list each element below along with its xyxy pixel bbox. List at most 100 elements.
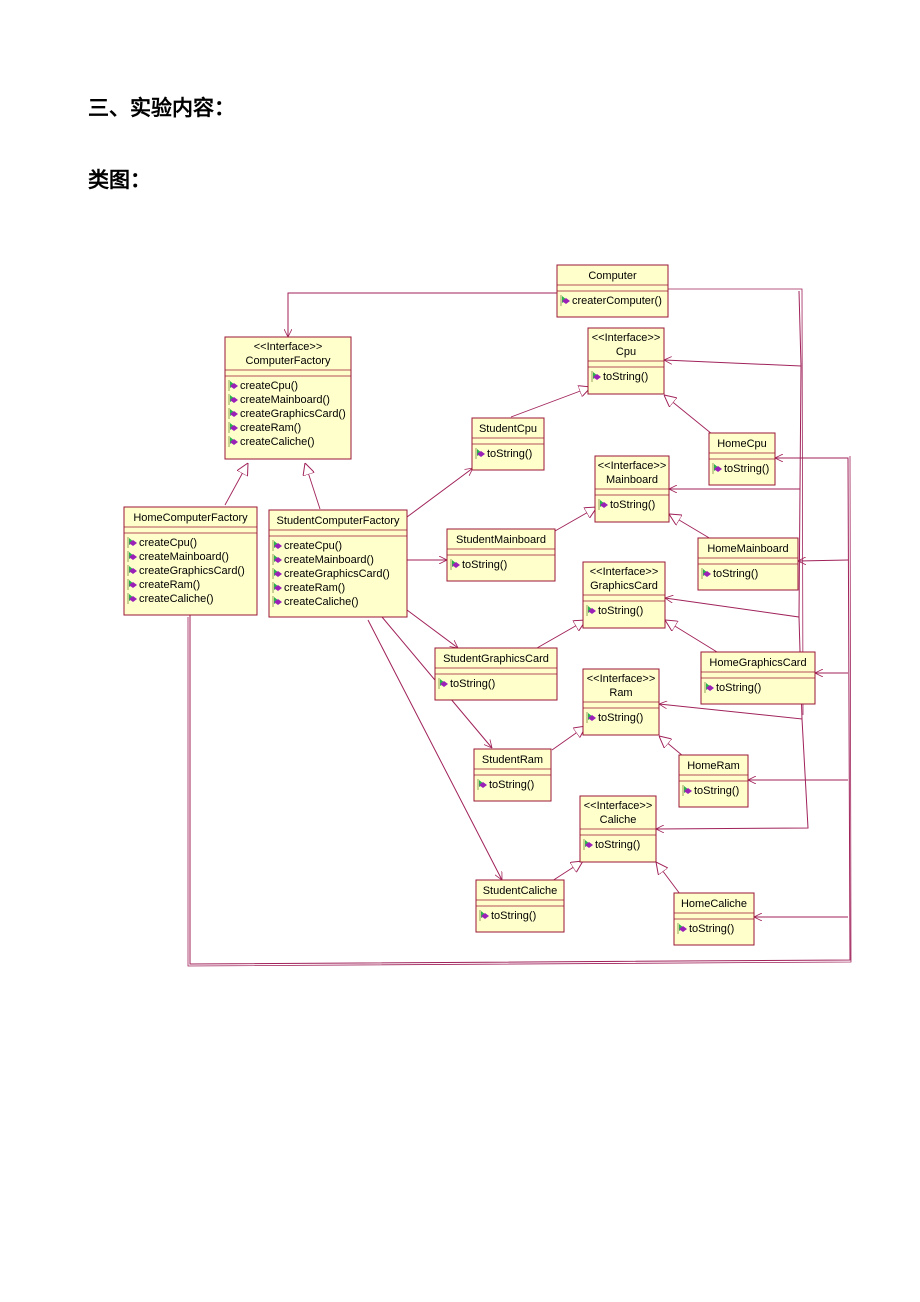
operation-tostring: toString() <box>716 682 761 694</box>
class-home-caliche[interactable]: HomeCaliche toString() <box>673 892 755 946</box>
operation-tostring: toString() <box>713 568 758 580</box>
operation-createcpu: createCpu() <box>284 540 342 552</box>
public-operation-icon <box>127 537 137 548</box>
class-home-computer-factory[interactable]: HomeComputerFactory createCpu() createMain… <box>123 506 258 616</box>
operation-createmainboard: createMainboard() <box>284 554 374 566</box>
class-name: Cpu <box>616 346 636 358</box>
realization-homeram-to-ram <box>659 736 684 757</box>
class-box <box>123 506 258 616</box>
class-cpu[interactable]: <<Interface>> Cpu toString() <box>587 327 665 395</box>
class-name: StudentMainboard <box>456 534 546 546</box>
classes-layer: Computer createrComputer() <<Interface>> Co… <box>123 264 816 946</box>
class-student-mainboard[interactable]: StudentMainboard toString() <box>446 528 556 582</box>
dependency-homecomputerfactory-to-homemainboard <box>798 560 849 561</box>
class-name: Computer <box>588 270 637 282</box>
realization-studentram-to-ram <box>551 726 586 751</box>
operation-tostring: toString() <box>610 499 655 511</box>
operation-tostring: toString() <box>487 448 532 460</box>
operation-createcpu: createCpu() <box>240 380 298 392</box>
class-student-cpu[interactable]: StudentCpu toString() <box>471 417 545 471</box>
operation-tostring: toString() <box>450 678 495 690</box>
class-name: StudentCpu <box>479 423 537 435</box>
class-name: HomeCaliche <box>681 898 747 910</box>
class-student-caliche[interactable]: StudentCaliche toString() <box>475 879 565 933</box>
public-operation-icon <box>272 596 282 607</box>
class-ram[interactable]: <<Interface>> Ram toString() <box>582 668 660 736</box>
class-computer[interactable]: Computer createrComputer() <box>556 264 669 318</box>
section-title: 三、实验内容： <box>88 96 235 120</box>
public-operation-icon <box>438 678 448 689</box>
class-mainboard[interactable]: <<Interface>> Mainboard toString() <box>594 455 670 523</box>
routing-frame-shadow <box>187 455 852 967</box>
class-student-computer-factory[interactable]: StudentComputerFactorycreateCpu()createM… <box>268 509 408 618</box>
public-operation-icon <box>127 551 137 562</box>
public-operation-icon <box>712 463 722 474</box>
class-name: HomeGraphicsCard <box>709 657 806 669</box>
class-stereotype: <<Interface>> <box>254 341 323 353</box>
operation-tostring: toString() <box>598 605 643 617</box>
public-operation-icon <box>477 779 487 790</box>
public-operation-icon <box>228 436 238 447</box>
public-operation-icon <box>583 839 593 850</box>
dependency-homecomputerfactory-to-homecpu <box>189 458 851 965</box>
computer-bus-shadow <box>668 288 804 716</box>
class-computer-factory[interactable]: <<Interface>> ComputerFactory createCpu() c… <box>224 336 352 460</box>
class-name: HomeCpu <box>717 438 767 450</box>
operation-tostring: toString() <box>724 463 769 475</box>
operation-creategraphicscard: createGraphicsCard() <box>240 408 346 420</box>
operation-tostring: toString() <box>598 712 643 724</box>
realization-homecomputerfactory-to-computerfactory <box>224 463 248 506</box>
public-operation-icon <box>598 499 608 510</box>
public-operation-icon <box>228 380 238 391</box>
dependency-computer-to-computerfactory <box>288 292 557 337</box>
public-operation-icon <box>127 565 137 576</box>
public-operation-icon <box>586 605 596 616</box>
operation-tostring: toString() <box>689 923 734 935</box>
class-name: HomeComputerFactory <box>133 512 248 524</box>
public-operation-icon <box>701 568 711 579</box>
public-operation-icon <box>479 910 489 921</box>
operation-tostring: toString() <box>603 371 648 383</box>
operation-createram: createRam() <box>284 582 345 594</box>
operation-createcpu: createCpu() <box>139 537 197 549</box>
operation-tostring: toString() <box>489 779 534 791</box>
operation-createcaliche: createCaliche() <box>284 596 359 608</box>
class-name: ComputerFactory <box>246 355 331 367</box>
dependency-computer-to-cpu <box>664 290 802 367</box>
operation-tostring: toString() <box>491 910 536 922</box>
class-stereotype: <<Interface>> <box>598 460 667 472</box>
public-operation-icon <box>272 582 282 593</box>
class-name: HomeMainboard <box>707 543 788 555</box>
class-stereotype: <<Interface>> <box>587 673 656 685</box>
operation-createram: createRam() <box>139 579 200 591</box>
class-home-cpu[interactable]: HomeCpu toString() <box>708 432 776 486</box>
class-name: Ram <box>609 687 632 699</box>
dependency-studentcomputerfactory-to-studentcpu <box>406 468 473 518</box>
class-stereotype: <<Interface>> <box>590 566 659 578</box>
class-name: StudentCaliche <box>483 885 558 897</box>
class-stereotype: <<Interface>> <box>584 800 653 812</box>
class-home-graphics-card[interactable]: HomeGraphicsCard toString() <box>700 651 816 705</box>
class-box <box>268 509 408 618</box>
realization-homecaliche-to-caliche <box>656 862 681 895</box>
realization-studentmainboard-to-mainboard <box>554 507 597 532</box>
operation-tostring: toString() <box>462 559 507 571</box>
operation-creatercomputer: createrComputer() <box>572 295 662 307</box>
public-operation-icon <box>272 554 282 565</box>
class-stereotype: <<Interface>> <box>592 332 661 344</box>
diagram-title: 类图： <box>88 168 151 192</box>
realization-studentcomputerfactory-to-computerfactory <box>305 463 321 510</box>
operation-createmainboard: createMainboard() <box>139 551 229 563</box>
realization-studentcpu-to-cpu <box>510 387 591 418</box>
class-name: Mainboard <box>606 474 658 486</box>
realization-homegraphicscard-to-graphicscard <box>665 620 718 653</box>
public-operation-icon <box>228 408 238 419</box>
class-home-mainboard[interactable]: HomeMainboard toString() <box>697 537 799 591</box>
dependency-studentcomputerfactory-to-studentgraphicscard <box>406 609 458 648</box>
